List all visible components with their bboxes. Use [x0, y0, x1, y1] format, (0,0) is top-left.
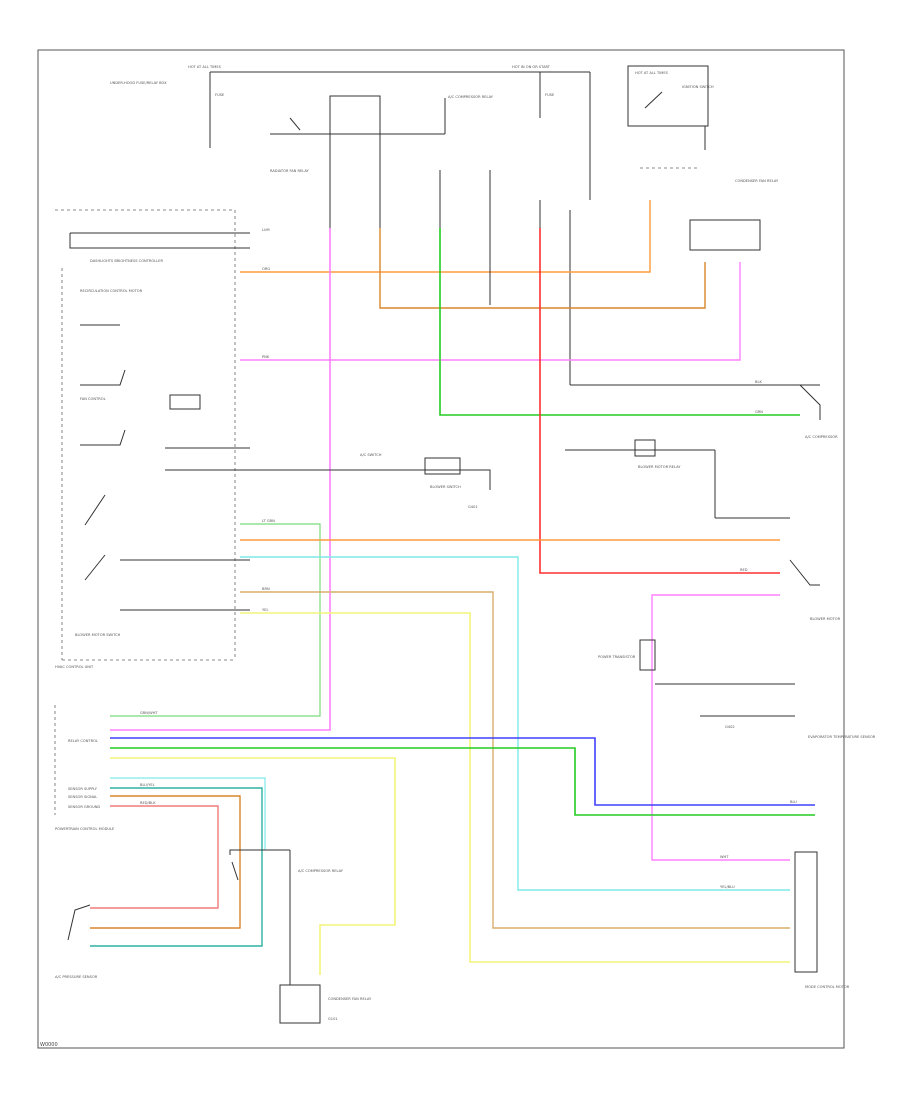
wire-cyan-pcm: [110, 777, 266, 850]
wire-green-ac: [439, 228, 800, 416]
blower-motor-label: BLOWER MOTOR: [810, 617, 841, 621]
wire-pink-top: [240, 262, 741, 361]
hot-label-1: HOT AT ALL TIMES: [188, 65, 222, 69]
evaporator-temp-sensor-label: EVAPORATOR TEMPERATURE SENSOR: [808, 735, 876, 739]
diagram-frame: [37, 49, 845, 1049]
right-components: A/C COMPRESSOR BLOWER MOTOR RELAY BLOWER…: [240, 384, 876, 989]
hvac-control-unit: DASHLIGHTS BRIGHTNESS CONTROLLER RECIRCU…: [55, 209, 250, 669]
tag-yel: YEL: [262, 608, 268, 612]
tag-grnwht: GRN/WHT: [140, 711, 158, 715]
wire-green-pcm: [110, 747, 815, 816]
tag-org: ORG: [262, 267, 270, 271]
hot-label-2: HOT IN ON OR START: [512, 65, 551, 69]
pcm-section: POWERTRAIN CONTROL MODULE RELAY CONTROL …: [54, 705, 372, 1024]
fuse-label-1: FUSE: [215, 93, 225, 97]
tag-grn: GRN: [755, 410, 763, 414]
tag-redblk: RED/BLK: [140, 801, 156, 805]
mode-control-label: MODE CONTROL MOTOR: [805, 985, 850, 989]
ac-compressor-label: A/C COMPRESSOR: [805, 435, 838, 439]
wire-dark-orange-sensor: [90, 795, 241, 929]
wire-red-main: [539, 228, 780, 574]
connector-row: [329, 134, 820, 386]
tag-bluyel: BLU/YEL: [140, 783, 155, 787]
tag-blk: BLK: [755, 380, 762, 384]
radiator-fan-relay-label: RADIATOR FAN RELAY: [270, 169, 310, 173]
wire-orange-top: [240, 200, 651, 273]
ac-pressure-sensor-label: A/C PRESSURE SENSOR: [55, 975, 98, 979]
tag-brn: BRN: [262, 587, 270, 591]
tag-wht: WHT: [720, 855, 729, 859]
wire-tags: ORG PNK GRN RED LT GRN BRN YEL BLU WHT B…: [140, 228, 797, 889]
tag-red: RED: [740, 568, 748, 572]
tag-ltgrn: LT GRN: [262, 519, 275, 523]
sensor-signal-label: SENSOR SIGNAL: [68, 795, 97, 799]
tag-yelblu: YEL/BLU: [720, 885, 735, 889]
wire-lightgreen-1: [110, 523, 321, 717]
condenser-fan-label: CONDENSER FAN RELAY: [328, 997, 372, 1001]
wire-tan-top: [379, 228, 706, 309]
hvac-control-unit-label: HVAC CONTROL UNIT: [55, 665, 94, 669]
tag-lum: LUM: [262, 228, 270, 232]
wire-cyan: [240, 556, 790, 891]
pcm-label: POWERTRAIN CONTROL MODULE: [55, 827, 115, 831]
blower-motor-relay-label: BLOWER MOTOR RELAY: [638, 465, 681, 469]
ac-compressor-relay-2-label: A/C COMPRESSOR RELAY: [298, 869, 344, 873]
wire-teal-sensor: [90, 787, 263, 947]
tag-blu: BLU: [790, 800, 797, 804]
fan-control-label: FAN CONTROL: [80, 397, 106, 401]
hot-label-3: HOT AT ALL TIMES: [635, 71, 669, 75]
fuse-label-2: FUSE: [545, 93, 555, 97]
ground-label-1: G401: [468, 505, 478, 509]
blower-motor-switch-label: BLOWER MOTOR SWITCH: [75, 633, 121, 637]
wire-tan-mid: [240, 591, 790, 929]
wire-yellow-pcm: [110, 757, 396, 975]
wire-salmon-sensor: [90, 805, 219, 909]
sensor-supply-label: SENSOR SUPPLY: [68, 787, 98, 791]
recirc-control-label: RECIRCULATION CONTROL MOTOR: [80, 289, 143, 293]
wire-yellow-mid: [240, 612, 790, 963]
ignition-switch-box: [627, 65, 709, 127]
underhood-box-label: UNDER-HOOD FUSE/RELAY BOX: [110, 81, 167, 85]
wire-pink-right: [651, 594, 790, 861]
wire-blue: [110, 737, 815, 806]
footer-code: W0000: [40, 1042, 58, 1048]
dashlight-brightness-label: DASHLIGHTS BRIGHTNESS CONTROLLER: [90, 259, 164, 263]
ground-label-2: G402: [725, 725, 735, 729]
ground-label-3: G101: [328, 1017, 338, 1021]
condenser-fan-relay-label: CONDENSER FAN RELAY: [735, 179, 779, 183]
relay-ctrl-label: RELAY CONTROL: [68, 739, 98, 743]
top-power-section: HOT AT ALL TIMES FUSE UNDER-HOOD FUSE/RE…: [110, 65, 779, 251]
tag-pnk: PNK: [262, 355, 270, 359]
ac-switch-label: A/C SWITCH: [360, 453, 382, 457]
ac-compressor-relay-label: A/C COMPRESSOR RELAY: [448, 95, 494, 99]
wire-pink-vertical: [110, 228, 331, 731]
ignition-switch-label: IGNITION SWITCH: [682, 85, 714, 89]
blower-switch-label: BLOWER SWITCH: [430, 485, 461, 489]
power-transistor-label: POWER TRANSISTOR: [598, 655, 636, 659]
sensor-ground-label: SENSOR GROUND: [68, 805, 100, 809]
